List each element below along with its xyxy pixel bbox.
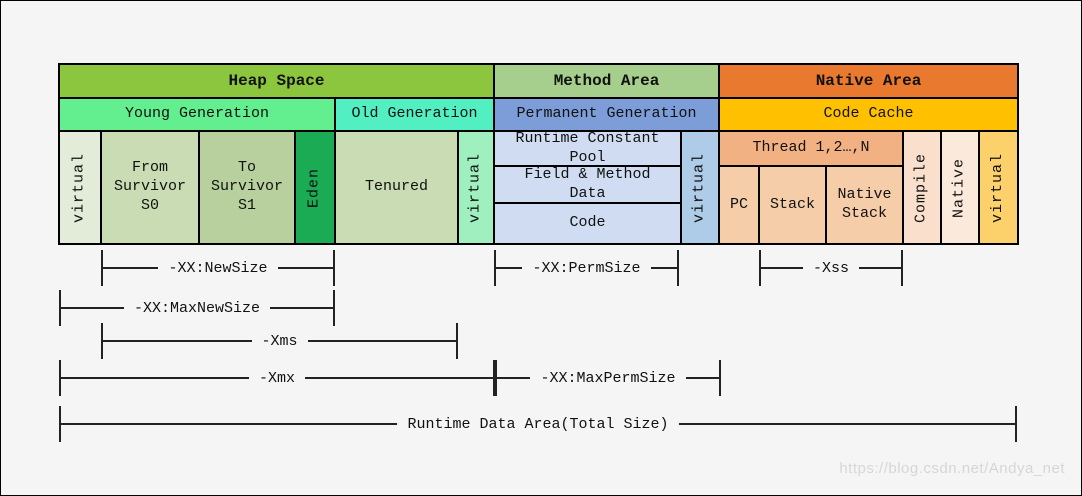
perm-virtual-cell: virtual [681,131,719,244]
eden-cell: Eden [295,131,335,244]
tick-left [101,323,103,359]
tick-left [759,250,761,286]
tenured-cell: Tenured [335,131,458,244]
bracket-maxnewsize-label: -XX:MaxNewSize [133,299,261,317]
bracket-runtime-data-area: Runtime Data Area(Total Size) [59,406,1018,442]
native-area-header: Native Area [719,64,1018,98]
compile-cell: Compile [903,131,941,244]
permanent-generation-header: Permanent Generation [494,98,719,131]
tick-left [101,250,103,286]
tick-left [59,406,61,442]
bracket-permsize-label: -XX:PermSize [532,259,641,277]
bracket-xss-label: -Xss [813,259,850,277]
bracket-runtime-data-area-label: Runtime Data Area(Total Size) [407,415,669,433]
tick-right [901,250,903,286]
method-area-header: Method Area [494,64,719,98]
old-virtual-cell: virtual [458,131,494,244]
bracket-maxpermsize: -XX:MaxPermSize [495,360,721,396]
pc-cell: PC [719,166,759,244]
generation-row: Young Generation Old Generation Permanen… [59,98,1018,131]
bracket-maxpermsize-label: -XX:MaxPermSize [540,369,676,387]
heap-space-header: Heap Space [59,64,494,98]
bracket-maxnewsize: -XX:MaxNewSize [59,290,335,326]
tick-right [1015,406,1017,442]
tick-left [495,360,497,396]
young-generation-header: Young Generation [59,98,335,131]
perm-content-column: Runtime Constant Pool Field & Method Dat… [494,131,681,244]
runtime-constant-pool-cell: Runtime Constant Pool [494,131,681,166]
tick-right [677,250,679,286]
tick-left [494,250,496,286]
bracket-newsize-label: -XX:NewSize [168,259,268,277]
bracket-xms-label: -Xms [261,332,298,350]
bracket-xmx-label: -Xmx [259,369,296,387]
code-cache-header: Code Cache [719,98,1018,131]
field-method-data-cell: Field & Method Data [494,166,681,203]
code-cell: Code [494,203,681,244]
watermark: https://blog.csdn.net/Andya_net [839,460,1065,477]
tick-left [59,290,61,326]
young-virtual-cell: virtual [59,131,101,244]
tick-right [333,250,335,286]
tick-left [59,360,61,396]
thread-group: Thread 1,2…,N PC Stack Native Stack [719,131,903,244]
bracket-xms: -Xms [101,323,459,359]
bracket-permsize: -XX:PermSize [494,250,679,286]
memory-table: Heap Space Method Area Native Area Young… [58,63,1019,245]
native-stack-cell: Native Stack [826,166,903,244]
old-generation-header: Old Generation [335,98,494,131]
tick-right [719,360,721,396]
thread-detail-row: PC Stack Native Stack [719,166,903,244]
detail-row: virtual From Survivor S0 To Survivor S1 … [59,131,1018,244]
from-survivor-cell: From Survivor S0 [101,131,199,244]
native-cell: Native [941,131,979,244]
tick-right [333,290,335,326]
native-virtual-cell: virtual [979,131,1018,244]
tick-right [493,360,495,396]
to-survivor-cell: To Survivor S1 [199,131,295,244]
bracket-newsize: -XX:NewSize [101,250,335,286]
area-row: Heap Space Method Area Native Area [59,64,1018,98]
bracket-xss: -Xss [759,250,904,286]
bracket-xmx: -Xmx [59,360,496,396]
stack-cell: Stack [759,166,826,244]
thread-header-cell: Thread 1,2…,N [719,131,903,166]
tick-right [456,323,458,359]
